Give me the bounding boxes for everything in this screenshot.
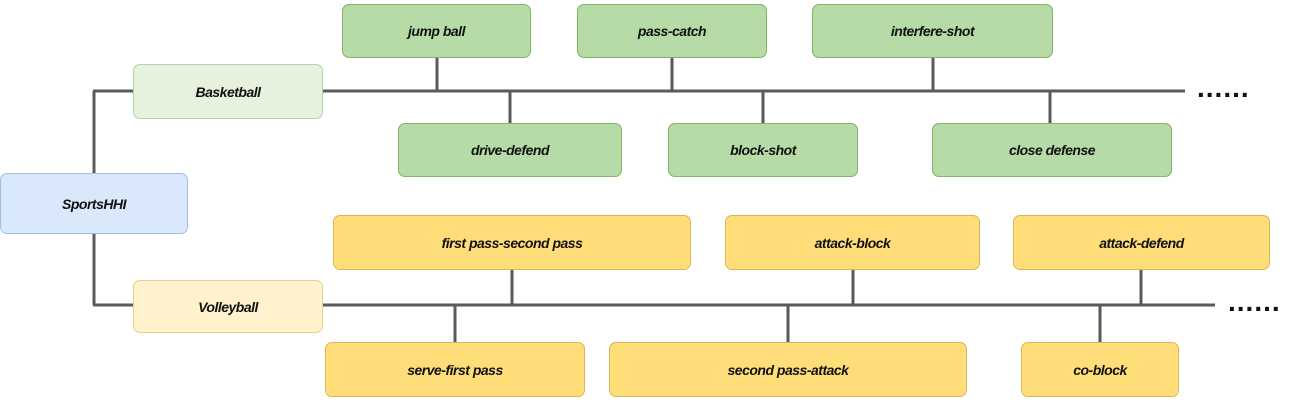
bb-interaction-node: jump ball: [342, 4, 531, 58]
root-node: SportsHHI: [0, 173, 188, 234]
bb-interaction-node: block-shot: [668, 123, 858, 177]
vb-interaction-node: attack-block: [725, 215, 980, 270]
basketball-more-indicator: ......: [1197, 72, 1250, 103]
bb-interaction-node: drive-defend: [398, 123, 622, 177]
vb-interaction-node: attack-defend: [1013, 215, 1270, 270]
bb-interaction-node: close defense: [932, 123, 1172, 177]
bb-interaction-node: interfere-shot: [812, 4, 1053, 58]
vb-interaction-node: second pass-attack: [609, 342, 967, 397]
vb-interaction-node: first pass-second pass: [333, 215, 691, 270]
vb-interaction-node: serve-first pass: [325, 342, 585, 397]
vb-interaction-node: co-block: [1021, 342, 1179, 397]
bb-interaction-node: pass-catch: [577, 4, 767, 58]
volleyball-more-indicator: ......: [1228, 286, 1281, 317]
volleyball-category-node: Volleyball: [133, 280, 323, 333]
basketball-category-node: Basketball: [133, 64, 323, 119]
